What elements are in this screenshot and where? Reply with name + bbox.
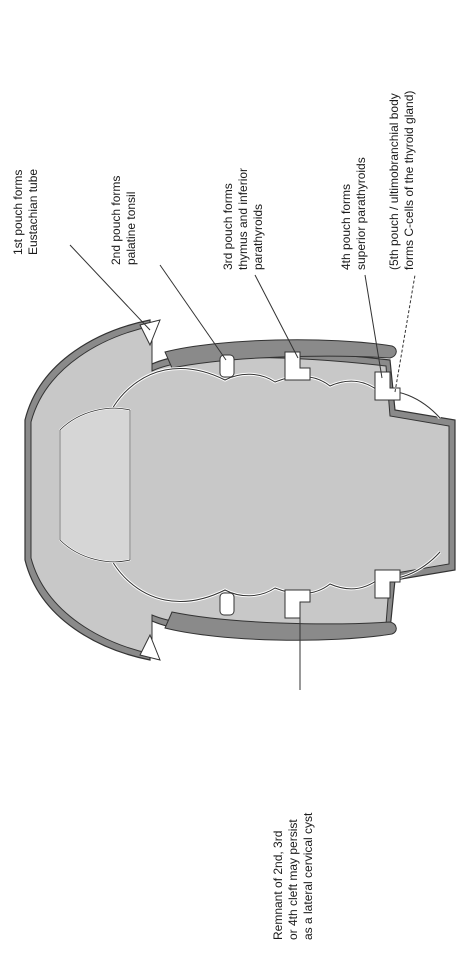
label-pouch-3-line-3: parathyroids [251, 204, 265, 270]
label-pouch-3-line-2: thymus and inferior [236, 168, 250, 270]
label-pouch-5-line-1: (5th pouch / ultimobranchial body [387, 93, 401, 270]
label-pouch-1-line-1: 1st pouch forms [11, 170, 25, 255]
pouch-4-bottom [375, 570, 400, 598]
label-pouch-2: 2nd pouch forms palatine tonsil [109, 176, 138, 265]
label-pouch-1-line-2: Eustachian tube [26, 169, 40, 255]
label-pouch-4-line-1: 4th pouch forms [339, 184, 353, 270]
label-pouch-5-line-2: forms C-cells of the thyroid gland) [402, 91, 416, 270]
label-pouch-2-line-1: 2nd pouch forms [109, 176, 123, 265]
leader-pouch-5 [395, 275, 415, 392]
label-cyst: Remnant of 2nd, 3rd or 4th cleft may per… [271, 812, 315, 940]
leader-pouch-2 [160, 265, 226, 360]
label-pouch-2-line-2: palatine tonsil [124, 192, 138, 265]
pouch-2-top [220, 355, 234, 377]
pharynx-lumen [60, 408, 130, 562]
label-cyst-line-3: as a lateral cervical cyst [301, 812, 315, 940]
label-cyst-line-2: or 4th cleft may persist [286, 819, 300, 940]
label-cyst-line-1: Remnant of 2nd, 3rd [271, 831, 285, 940]
pouch-2-bottom [220, 593, 234, 615]
label-pouch-1: 1st pouch forms Eustachian tube [11, 169, 40, 255]
label-pouch-4-line-2: superior parathyroids [354, 157, 368, 270]
label-pouch-3-line-1: 3rd pouch forms [221, 183, 235, 270]
label-pouch-3: 3rd pouch forms thymus and inferior para… [221, 168, 265, 270]
label-pouch-5: (5th pouch / ultimobranchial body forms … [387, 91, 416, 270]
label-pouch-4: 4th pouch forms superior parathyroids [339, 157, 368, 270]
